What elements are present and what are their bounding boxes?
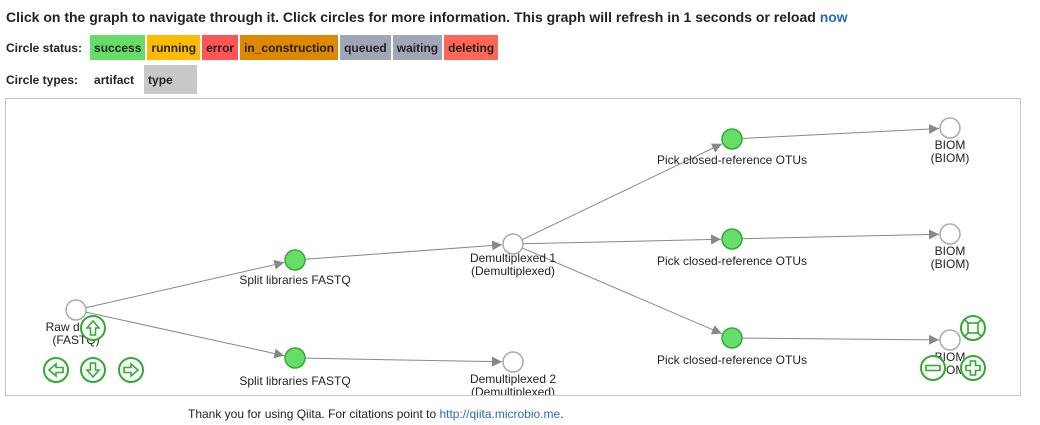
node-label: BIOM [935, 138, 966, 152]
pan-right-button[interactable] [118, 357, 144, 383]
type-badge-type: type [144, 65, 198, 94]
status-badge-queued: queued [340, 35, 391, 60]
node-label: Pick closed-reference OTUs [657, 254, 807, 268]
artifact-node[interactable] [939, 117, 961, 139]
graph-edge [304, 240, 503, 260]
plus-icon [965, 360, 981, 376]
node-label: Pick closed-reference OTUs [657, 353, 807, 367]
node-label: BIOM [935, 244, 966, 258]
job-node[interactable] [721, 128, 743, 150]
node-label: (BIOM) [931, 257, 970, 271]
graph-edge [741, 124, 940, 139]
artifact-node[interactable] [939, 223, 961, 245]
node-label: (Demultiplexed) [471, 264, 555, 278]
artifact-node[interactable] [502, 351, 524, 373]
fit-icon [967, 322, 979, 334]
node-label: (Demultiplexed) [471, 385, 555, 395]
graph-edge [741, 229, 940, 240]
graph-edge [741, 334, 940, 345]
graph-edge [521, 143, 723, 241]
page-instructions: Click on the graph to navigate through i… [6, 9, 848, 25]
reload-now-link[interactable]: now [819, 9, 848, 25]
arrow-up-icon [85, 319, 101, 336]
qiita-citation-link[interactable]: http://qiita.microbio.me [439, 407, 561, 421]
artifact-node[interactable] [502, 233, 524, 255]
node-label: Split libraries FASTQ [239, 374, 350, 388]
graph-edge [85, 259, 285, 309]
status-badge-error: error [202, 35, 239, 60]
pan-down-button[interactable] [80, 357, 106, 383]
status-badge-deleting: deleting [444, 35, 499, 60]
arrow-down-icon [85, 362, 101, 379]
job-node[interactable] [284, 249, 306, 271]
artifact-node[interactable] [65, 299, 87, 321]
minus-icon [925, 364, 941, 372]
instructions-text: Click on the graph to navigate through i… [6, 9, 816, 25]
arrow-left-icon [47, 362, 64, 378]
artifact-node[interactable] [939, 329, 961, 351]
arrow-right-icon [123, 362, 140, 378]
status-legend-label: Circle status: [6, 40, 83, 55]
job-node[interactable] [284, 347, 306, 369]
status-legend: Circle status: success running error in_… [6, 35, 499, 60]
node-label: Demultiplexed 1 [470, 251, 556, 265]
node-label: Pick closed-reference OTUs [657, 153, 807, 167]
type-legend-label: Circle types: [6, 72, 79, 87]
type-legend: Circle types: artifact type [6, 65, 198, 94]
graph-edge [521, 247, 723, 335]
node-label: (BIOM) [931, 151, 970, 165]
node-label: Demultiplexed 2 [470, 372, 556, 386]
pan-up-button[interactable] [80, 315, 106, 341]
fit-view-button[interactable] [960, 315, 986, 341]
footer-text: Thank you for using Qiita. For citations… [188, 407, 437, 421]
node-label: Split libraries FASTQ [239, 273, 350, 287]
zoom-out-button[interactable] [920, 355, 946, 381]
graph-edge [85, 311, 285, 359]
zoom-in-button[interactable] [960, 355, 986, 381]
type-badge-artifact: artifact [86, 65, 143, 94]
graph-edge [304, 356, 503, 367]
page-footer: Thank you for using Qiita. For citations… [188, 407, 564, 421]
status-badge-in-construction: in_construction [240, 35, 339, 60]
status-badge-waiting: waiting [392, 35, 443, 60]
status-badge-running: running [147, 35, 201, 60]
job-node[interactable] [721, 327, 743, 349]
job-node[interactable] [721, 228, 743, 250]
footer-suffix: . [560, 407, 564, 421]
status-badge-success: success [90, 35, 146, 60]
graph-canvas[interactable]: Raw data 1(FASTQ)Split libraries FASTQSp… [6, 99, 1020, 395]
graph-edge [522, 234, 722, 245]
pan-left-button[interactable] [43, 357, 69, 383]
